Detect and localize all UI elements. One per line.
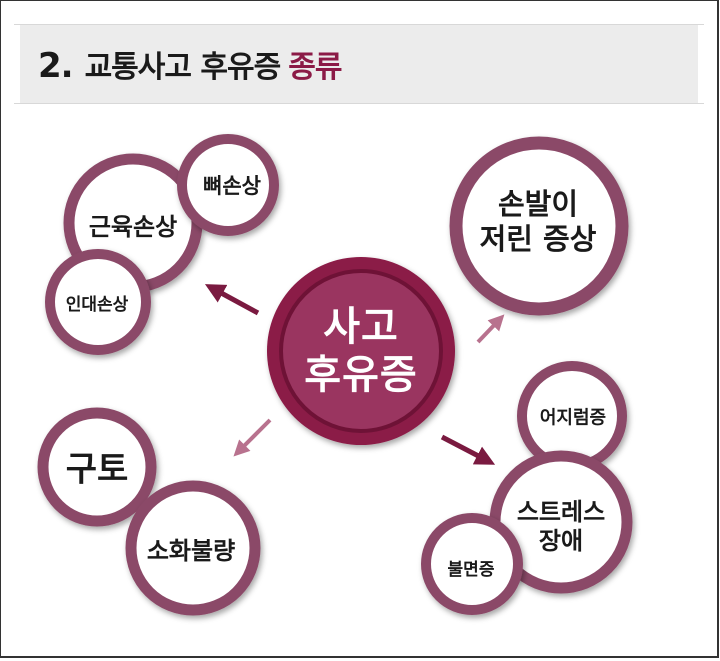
label-dizziness: 어지럼증 bbox=[539, 407, 607, 429]
title-main: 교통사고 후유증 bbox=[84, 50, 282, 85]
center-inner-ring bbox=[279, 269, 443, 433]
circle-ligament-damage bbox=[45, 249, 151, 355]
label-numbness: 손발이 저린 증상 bbox=[480, 187, 597, 257]
center-label-line2: 후유증 bbox=[304, 352, 418, 398]
label-vomiting: 구토 bbox=[65, 449, 129, 490]
title-number: 2. bbox=[38, 46, 74, 86]
circle-vomiting bbox=[37, 407, 157, 527]
title-banner bbox=[8, 24, 710, 104]
arrow-to-mental-cluster bbox=[440, 434, 496, 465]
center-label: 사고 후유증 bbox=[304, 303, 417, 399]
circle-insomnia bbox=[421, 513, 523, 615]
banner-left-edge bbox=[8, 25, 20, 103]
label-numbness-line1: 손발이 bbox=[497, 187, 579, 222]
center-label-line1: 사고 bbox=[323, 304, 399, 350]
label-ligament-damage: 인대손상 bbox=[65, 295, 129, 316]
label-bone-damage: 뼈손상 bbox=[203, 173, 261, 198]
label-insomnia: 불면증 bbox=[447, 560, 495, 581]
circle-numbness bbox=[449, 136, 629, 316]
arrow-to-injury-cluster bbox=[204, 284, 260, 316]
arrow-to-numbness bbox=[476, 314, 505, 344]
circle-bone-damage bbox=[177, 134, 279, 236]
label-indigestion: 소화불량 bbox=[146, 537, 236, 566]
title-accent: 종류 bbox=[288, 50, 342, 85]
label-stress-line1: 스트레스 bbox=[516, 498, 606, 527]
label-muscle-damage: 근육손상 bbox=[88, 213, 178, 242]
label-stress: 스트레스 장애 bbox=[517, 498, 605, 556]
arrow-to-digestive-cluster bbox=[233, 418, 272, 457]
circle-indigestion bbox=[125, 480, 261, 616]
banner-right-edge bbox=[698, 25, 710, 103]
label-numbness-line2: 저린 증상 bbox=[479, 222, 597, 256]
label-stress-line2: 장애 bbox=[538, 527, 584, 555]
